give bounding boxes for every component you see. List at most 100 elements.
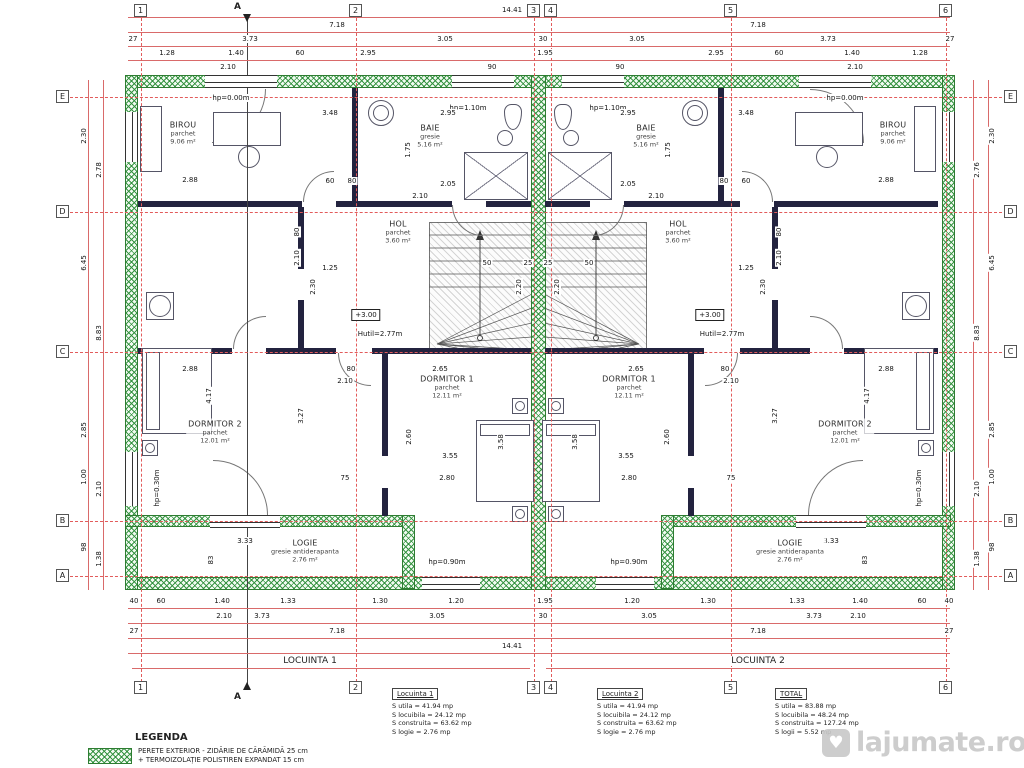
grid-bubble-6: 6: [939, 4, 952, 17]
dim-label: 2.95: [619, 109, 637, 117]
dim-label: 7.18: [749, 627, 767, 635]
interior-wall: [336, 201, 452, 207]
window-bedroom2-left-unit: [125, 452, 138, 506]
room-finish: gresie antiderapanta: [756, 547, 824, 556]
interior-wall: [772, 207, 778, 269]
room-name: LOGIE: [777, 538, 803, 548]
dim-label: 80: [293, 226, 301, 238]
unit-label: LOCUINTA 2: [728, 656, 788, 666]
grid-bubble-6: 6: [939, 681, 952, 694]
area-table-row: S logie = 2.76 mp: [597, 727, 656, 736]
dim-label: 50: [481, 259, 493, 267]
furniture-wardrobe: [914, 106, 936, 172]
room-name: BAIE: [420, 123, 440, 133]
dim-label: 2.60: [405, 428, 413, 446]
dim-label: hp=1.10m: [588, 104, 628, 112]
fixture-toilet: [554, 104, 572, 130]
furniture-nightstand: [548, 506, 564, 522]
room-finish: gresie: [420, 132, 440, 141]
dim-label: 40: [128, 597, 140, 605]
furniture-nightstand: [512, 506, 528, 522]
grid-bubble-A: A: [56, 569, 69, 582]
door-arc: [810, 316, 843, 349]
furniture-nightstand: [142, 440, 158, 456]
furniture-pillow: [480, 424, 530, 436]
interior-wall: [688, 488, 694, 516]
dim-label: 7.18: [328, 21, 346, 29]
dim-label: 80: [775, 226, 783, 238]
dim-label: 1.95: [536, 49, 554, 57]
grid-bubble-A: A: [1004, 569, 1017, 582]
interior-wall: [718, 88, 724, 204]
dim-label: 2.95: [707, 49, 725, 57]
area-table-row: S construita = 63.62 mp: [597, 719, 677, 727]
dim-label: 1.20: [623, 597, 641, 605]
interior-wall: [772, 300, 778, 348]
legend-item-text: + TERMOIZOLAȚIE POLISTIREN EXPANDAT 15 c…: [138, 756, 304, 764]
dim-label: 2.10: [846, 63, 864, 71]
grid-bubble-1: 1: [134, 4, 147, 17]
grid-bubble-1: 1: [134, 681, 147, 694]
dim-label: 3.58: [497, 433, 505, 451]
staircase-left-unit: [429, 222, 532, 349]
dim-label: 50: [583, 259, 595, 267]
dim-label: 83: [207, 554, 215, 566]
dim-label: 27: [127, 35, 139, 43]
room-finish: parchet: [665, 228, 691, 237]
area-table-row: S locuibila = 24.12 mp: [597, 710, 671, 719]
dim-label: 2.65: [627, 365, 645, 373]
grid-bubble-C: C: [1004, 345, 1017, 358]
grid-axis-A: [70, 576, 1012, 577]
dim-label: 1.33: [788, 597, 806, 605]
grid-bubble-E: E: [56, 90, 69, 103]
dim-label: 2.80: [438, 474, 456, 482]
dim-label: 60: [916, 597, 928, 605]
dim-label: 2.60: [663, 428, 671, 446]
room-area: 2.76 m²: [777, 555, 803, 564]
section-marker-label: A: [234, 2, 241, 12]
grid-axis-1: [141, 18, 142, 682]
interior-wall: [266, 348, 336, 354]
dimension-line: [128, 46, 950, 47]
dim-label: 2.05: [619, 180, 637, 188]
grid-axis-5: [731, 18, 732, 682]
interior-wall: [352, 88, 358, 204]
dim-label: 1.38: [95, 550, 103, 568]
logie-wall-left-unit-side: [402, 515, 415, 589]
grid-bubble-3: 3: [527, 4, 540, 17]
dim-label: 2.10: [849, 612, 867, 620]
dim-label: 90: [614, 63, 626, 71]
grid-bubble-2: 2: [349, 4, 362, 17]
room-finish: gresie antiderapanta: [271, 547, 339, 556]
dim-label: 25: [522, 259, 534, 267]
window-bath-right-unit: [562, 75, 624, 88]
grid-bubble-D: D: [56, 205, 69, 218]
dim-label: hp=1.10m: [448, 104, 488, 112]
window-bath-left-unit: [452, 75, 514, 88]
dim-label: 2.10: [973, 480, 981, 498]
dim-label: 1.40: [851, 597, 869, 605]
grid-bubble-5: 5: [724, 681, 737, 694]
dim-label: 2.10: [219, 63, 237, 71]
grid-bubble-4: 4: [544, 4, 557, 17]
room-finish: gresie: [636, 132, 656, 141]
dim-label: 3.48: [321, 109, 339, 117]
dim-label: 2.65: [431, 365, 449, 373]
window-bedroom2-right-unit: [942, 452, 955, 506]
grid-axis-C: [70, 352, 1012, 353]
watermark-text: lajumate.ro: [856, 727, 1024, 758]
fixture-sink: [497, 130, 513, 146]
dim-label: 2.30: [80, 127, 88, 145]
dim-label: 3.27: [771, 407, 779, 425]
dim-label: 2.10: [647, 192, 665, 200]
legend-item-text: PERETE EXTERIOR - ZIDĂRIE DE CĂRĂMIDĂ 25…: [138, 747, 308, 755]
room-area: 12.11 m²: [614, 391, 644, 400]
area-table-row: S utila = 41.94 mp: [392, 702, 454, 710]
